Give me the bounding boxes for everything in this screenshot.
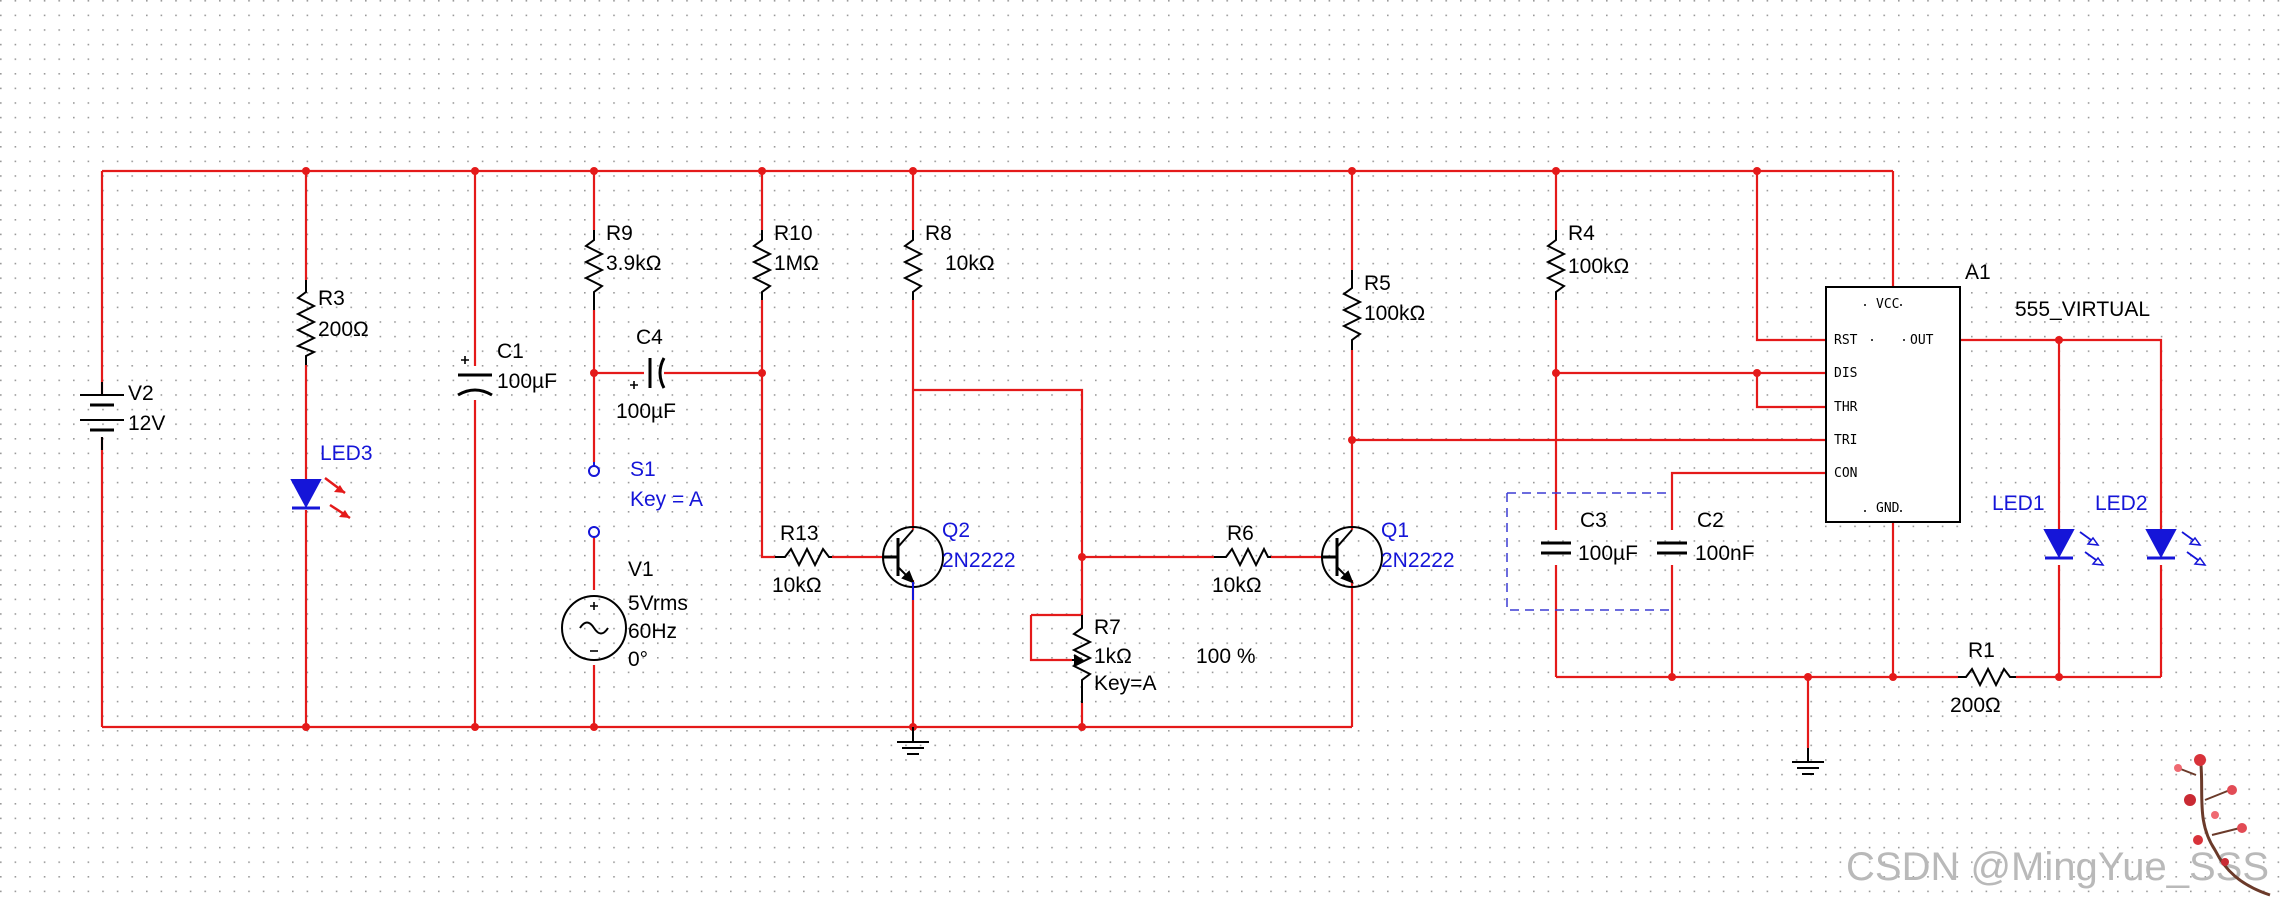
- r1-name-label: R1: [1968, 639, 1995, 662]
- r7-key-label: Key=A: [1094, 672, 1156, 695]
- r1-value-label: 200Ω: [1950, 694, 2001, 717]
- r8-value-label: 10kΩ: [945, 252, 995, 275]
- r5-value-label: 100kΩ: [1364, 302, 1425, 325]
- a1-pin-thr: THR: [1834, 400, 1858, 415]
- r6-value-label: 10kΩ: [1212, 574, 1262, 597]
- resistor-r13-symbol[interactable]: [775, 546, 832, 568]
- a1-pin-dots: [1864, 304, 1905, 512]
- r5-name-label: R5: [1364, 272, 1391, 295]
- s1-name-label: S1: [630, 458, 656, 481]
- s1-key-label: Key = A: [630, 488, 703, 511]
- led3-symbol[interactable]: [290, 477, 351, 520]
- q1-model-label: 2N2222: [1381, 549, 1455, 572]
- c4-name-label: C4: [636, 326, 663, 349]
- resistor-r1-symbol[interactable]: [1958, 666, 2016, 688]
- resistor-r6-symbol[interactable]: [1214, 546, 1271, 568]
- c2-value-label: 100nF: [1695, 542, 1755, 565]
- a1-pin-tri: TRI: [1834, 433, 1857, 448]
- r7-setting-label: 100 %: [1196, 645, 1256, 668]
- v1-frequency-label: 60Hz: [628, 620, 677, 643]
- v2-value-label: 12V: [128, 412, 165, 435]
- ground-icon-a1: [1792, 748, 1824, 775]
- resistor-r7-symbol[interactable]: [1071, 615, 1093, 703]
- led3-name-label: LED3: [320, 442, 373, 465]
- led1-symbol[interactable]: [2043, 529, 2105, 566]
- r10-name-label: R10: [774, 222, 813, 245]
- resistor-r8-symbol[interactable]: [902, 230, 924, 300]
- potentiometer-wiper-icon[interactable]: [1072, 654, 1084, 666]
- transistor-q2-symbol[interactable]: [882, 526, 944, 588]
- led2-name-label: LED2: [2095, 492, 2148, 515]
- a1-pin-vcc: VCC: [1876, 297, 1899, 312]
- a1-pin-dis: DIS: [1834, 366, 1857, 381]
- v1-phase-label: 0°: [628, 648, 648, 671]
- led2-symbol[interactable]: [2145, 529, 2207, 566]
- switch-s1-symbol[interactable]: [588, 462, 600, 538]
- r7-value-label: 1kΩ: [1094, 645, 1132, 668]
- r10-value-label: 1MΩ: [774, 252, 819, 275]
- resistor-r4-symbol[interactable]: [1545, 230, 1567, 300]
- resistor-r3-symbol[interactable]: [295, 280, 317, 365]
- watermark-text: CSDN @MingYue_SSS: [1846, 845, 2269, 889]
- r7-name-label: R7: [1094, 616, 1121, 639]
- r3-name-label: R3: [318, 287, 345, 310]
- transistor-q1-symbol[interactable]: [1321, 526, 1383, 588]
- r13-value-label: 10kΩ: [772, 574, 822, 597]
- c1-value-label: 100µF: [497, 370, 557, 393]
- plum-blossom-logo: [2174, 754, 2271, 897]
- c3-value-label: 100µF: [1578, 542, 1638, 565]
- r6-name-label: R6: [1227, 522, 1254, 545]
- r9-value-label: 3.9kΩ: [606, 252, 661, 275]
- resistor-r9-symbol[interactable]: [583, 230, 605, 310]
- timer-a1-body[interactable]: [1825, 286, 1961, 523]
- capacitor-c3-symbol[interactable]: [1541, 541, 1571, 555]
- a1-pin-rst: RST: [1834, 333, 1858, 348]
- a1-pin-out: OUT: [1910, 333, 1934, 348]
- capacitor-c4-symbol[interactable]: [630, 357, 666, 389]
- v2-name-label: V2: [128, 382, 154, 405]
- led1-name-label: LED1: [1992, 492, 2045, 515]
- c3-name-label: C3: [1580, 509, 1607, 532]
- battery-v2-symbol[interactable]: [80, 382, 124, 450]
- r4-name-label: R4: [1568, 222, 1595, 245]
- junctions: [302, 167, 2063, 731]
- r13-name-label: R13: [780, 522, 819, 545]
- q1-name-label: Q1: [1381, 519, 1409, 542]
- c1-name-label: C1: [497, 340, 524, 363]
- c3-selection-box[interactable]: [1506, 492, 1672, 611]
- a1-model-label: 555_VIRTUAL: [2015, 298, 2150, 321]
- r9-name-label: R9: [606, 222, 633, 245]
- wires: [100, 169, 2163, 748]
- capacitor-c1-symbol[interactable]: [457, 356, 493, 397]
- ac-source-v1-symbol[interactable]: [561, 595, 627, 661]
- capacitor-c2-symbol[interactable]: [1657, 541, 1687, 555]
- a1-name-label: A1: [1965, 261, 1991, 284]
- a1-pin-gnd: GND: [1876, 501, 1900, 516]
- resistor-r10-symbol[interactable]: [751, 230, 773, 300]
- q2-model-label: 2N2222: [942, 549, 1016, 572]
- r3-value-label: 200Ω: [318, 318, 369, 341]
- r4-value-label: 100kΩ: [1568, 255, 1629, 278]
- r8-name-label: R8: [925, 222, 952, 245]
- q2-name-label: Q2: [942, 519, 970, 542]
- c4-value-label: 100µF: [616, 400, 676, 423]
- ground-icon: [897, 727, 929, 755]
- a1-pin-con: CON: [1834, 466, 1857, 481]
- c2-name-label: C2: [1697, 509, 1724, 532]
- v1-amplitude-label: 5Vrms: [628, 592, 688, 615]
- v1-name-label: V1: [628, 558, 654, 581]
- resistor-r5-symbol[interactable]: [1341, 270, 1363, 350]
